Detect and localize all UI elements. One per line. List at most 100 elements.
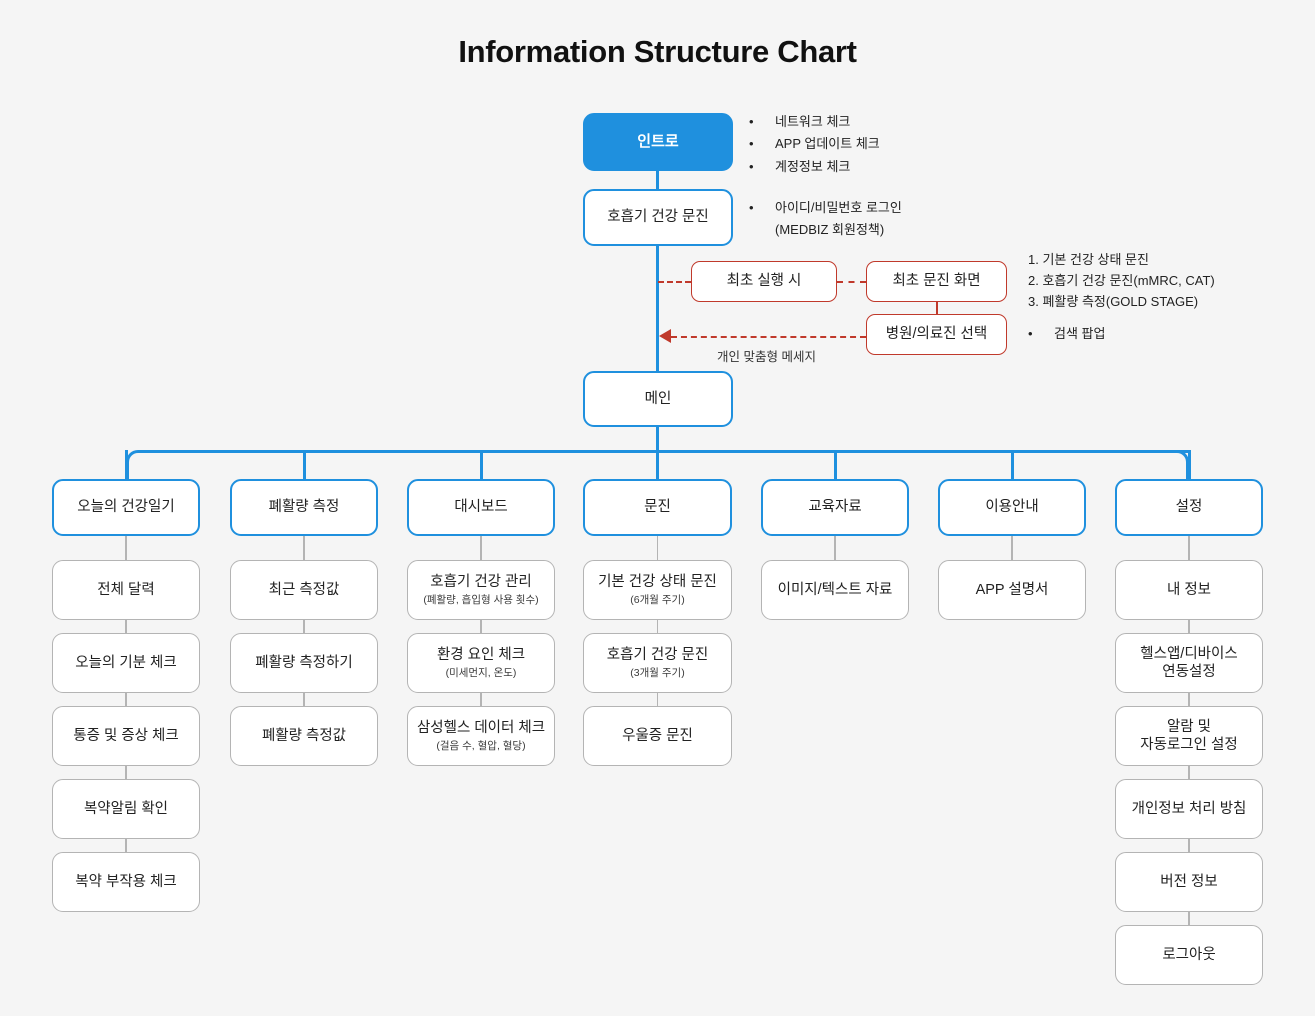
node-hospital-select[interactable]: 병원/의료진 선택 (866, 314, 1007, 355)
bus-drop-6 (1010, 450, 1014, 479)
column-item[interactable]: 최근 측정값 (230, 560, 378, 620)
child-connector (303, 536, 305, 560)
column-header-label: 문진 (644, 499, 671, 516)
column-header-label: 오늘의 건강일기 (77, 499, 175, 516)
child-connector (656, 620, 659, 633)
child-connector (1188, 839, 1190, 852)
column-item-label: 기본 건강 상태 문진 (598, 574, 717, 591)
node-intro-label: 인트로 (637, 132, 679, 150)
bullet-icon: • (749, 200, 754, 215)
child-connector (125, 766, 127, 779)
column-item[interactable]: 호흡기 건강 문진 (3개월 주기) (583, 633, 732, 693)
column-item-label: 폐활량 측정하기 (255, 654, 353, 671)
column-header-2[interactable]: 폐활량 측정 (230, 479, 378, 536)
edge-first-survey-to-hospital (936, 302, 938, 314)
edge-hospital-back-to-main (671, 336, 866, 338)
column-item[interactable]: 복약알림 확인 (52, 779, 200, 839)
node-login[interactable]: 호흡기 건강 문진 (583, 189, 733, 246)
bullet-icon: • (1028, 326, 1033, 341)
column-item-label: 복약 부작용 체크 (75, 873, 177, 890)
column-item[interactable]: 통증 및 증상 체크 (52, 706, 200, 766)
column-item-label: 로그아웃 (1162, 946, 1216, 963)
column-item[interactable]: 환경 요인 체크 (미세먼지, 온도) (407, 633, 555, 693)
column-header-3[interactable]: 대시보드 (407, 479, 555, 536)
page-title: Information Structure Chart (458, 34, 857, 69)
intro-notes: • 네트워크 체크 • APP 업데이트 체크 • 계정정보 체크 (749, 111, 880, 178)
column-item[interactable]: 폐활량 측정하기 (230, 633, 378, 693)
column-header-label: 설정 (1175, 499, 1203, 516)
column-header-7[interactable]: 설정 (1115, 479, 1263, 536)
bus-elbow-left (126, 450, 140, 482)
bus-drop-4 (656, 450, 659, 479)
column-item-label: 환경 요인 체크 (436, 647, 526, 664)
node-main[interactable]: 메인 (583, 371, 733, 427)
connector-main-down (656, 426, 659, 451)
column-item-label: 통증 및 증상 체크 (73, 727, 179, 744)
column-item-sublabel: (미세먼지, 온도) (445, 666, 517, 679)
column-item[interactable]: 우울증 문진 (583, 706, 732, 766)
child-connector (834, 536, 836, 560)
edge-arrowhead-icon (659, 329, 671, 343)
bullet-icon: • (749, 158, 754, 174)
column-item[interactable]: 삼성헬스 데이터 체크(걸음 수, 혈압, 혈당) (407, 706, 555, 766)
column-item[interactable]: 이미지/텍스트 자료 (761, 560, 909, 620)
column-item-label: 우울증 문진 (622, 727, 693, 744)
intro-note-item: • APP 업데이트 체크 (749, 133, 880, 155)
bullet-icon: • (749, 136, 754, 152)
node-first-survey[interactable]: 최초 문진 화면 (866, 261, 1007, 302)
edge-first-run-to-first-survey (837, 281, 866, 283)
column-item[interactable]: 복약 부작용 체크 (52, 852, 200, 912)
column-header-4[interactable]: 문진 (583, 479, 732, 536)
node-intro[interactable]: 인트로 (583, 113, 733, 171)
column-header-6[interactable]: 이용안내 (938, 479, 1086, 536)
column-item[interactable]: 전체 달력 (52, 560, 200, 620)
child-connector (1011, 536, 1013, 560)
child-connector (480, 536, 482, 560)
column-item[interactable]: 기본 건강 상태 문진(6개월 주기) (583, 560, 732, 620)
child-connector (303, 693, 305, 706)
bus-drop-5 (833, 450, 837, 479)
child-connector (1188, 693, 1190, 706)
column-item[interactable]: 내 정보 (1115, 560, 1263, 620)
node-login-label: 호흡기 건강 문진 (607, 209, 709, 226)
edge-spine-to-first-run (658, 281, 691, 283)
column-item[interactable]: 버전 정보 (1115, 852, 1263, 912)
node-main-label: 메인 (644, 390, 672, 407)
column-header-label: 대시보드 (454, 499, 508, 516)
column-item[interactable]: 호흡기 건강 관리 (폐활량, 흡입형 사용 횟수) (407, 560, 555, 620)
intro-note-item: • 네트워크 체크 (749, 111, 880, 133)
column-item[interactable]: APP 설명서 (938, 560, 1086, 620)
first-survey-notes: 1. 기본 건강 상태 문진 2. 호흡기 건강 문진(mMRC, CAT) 3… (1028, 249, 1215, 312)
bus-drop-7 (1187, 450, 1191, 479)
column-item-label: 호흡기 건강 관리 (430, 574, 532, 591)
first-survey-note-item: 3. 폐활량 측정(GOLD STAGE) (1028, 294, 1199, 310)
child-connector (656, 693, 659, 706)
node-hospital-select-label: 병원/의료진 선택 (885, 326, 988, 343)
login-note-item: • 아이디/비밀번호 로그인 (749, 197, 902, 219)
column-item[interactable]: 오늘의 기분 체크 (52, 633, 200, 693)
column-header-1[interactable]: 오늘의 건강일기 (52, 479, 200, 536)
login-notes: • 아이디/비밀번호 로그인 (MEDBIZ 회원정책) (749, 197, 902, 242)
child-connector (125, 620, 127, 633)
child-connector (480, 620, 482, 633)
child-connector (1188, 766, 1190, 779)
column-item-sublabel: (3개월 주기) (630, 666, 685, 679)
column-item-sublabel: (폐활량, 흡입형 사용 횟수) (423, 593, 539, 606)
column-item-label: 최근 측정값 (268, 581, 340, 598)
column-header-5[interactable]: 교육자료 (761, 479, 909, 536)
node-first-run[interactable]: 최초 실행 시 (691, 261, 837, 302)
column-item[interactable]: 로그아웃 (1115, 925, 1263, 985)
hospital-note-item: • 검색 팝업 (1028, 323, 1105, 345)
column-item-label: 이미지/텍스트 자료 (777, 581, 893, 598)
column-item[interactable]: 개인정보 처리 방침 (1115, 779, 1263, 839)
bullet-icon: • (749, 114, 754, 129)
column-item[interactable]: 폐활량 측정값 (230, 706, 378, 766)
column-item-label: 호흡기 건강 문진 (606, 647, 709, 664)
bus-drop-3 (479, 450, 483, 479)
connector-intro-to-login (656, 170, 659, 190)
